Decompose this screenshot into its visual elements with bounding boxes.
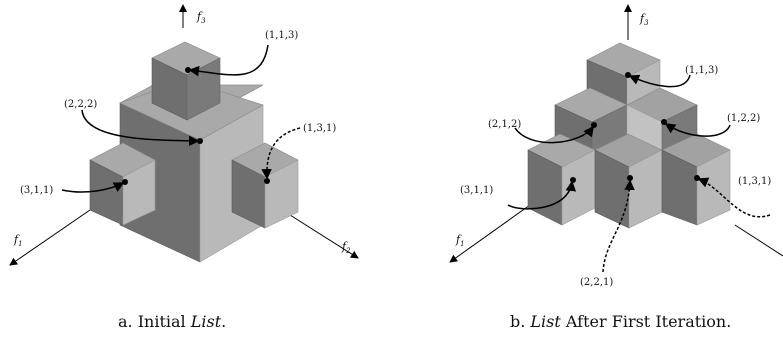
caption-a-prefix: a. Initial	[118, 312, 191, 331]
pointer-1-3-1-b	[697, 177, 771, 218]
point-dot-1-1-3-b	[625, 72, 631, 78]
pointer-2-1-2-b	[514, 125, 594, 144]
label-2-2-2-a: (2,2,2)	[64, 99, 97, 110]
label-2-2-1-b: (2,2,1)	[580, 277, 613, 288]
pointer-1-2-2-b	[664, 123, 731, 137]
cube-3-1-1-b	[527, 133, 596, 226]
pointer-3-1-1-a	[61, 182, 125, 193]
caption-b: b. List After First Iteration.	[510, 312, 731, 331]
caption-b-suffix: After First Iteration.	[560, 312, 732, 331]
cube-1-3-1-b	[661, 133, 731, 226]
label-1-1-3-b: (1,1,3)	[685, 65, 718, 76]
caption-b-prefix: b.	[510, 312, 531, 331]
caption-a: a. Initial List.	[118, 312, 226, 331]
cube-2-2-1-b	[594, 133, 663, 229]
caption-a-italic: List	[190, 312, 222, 331]
axis-label-f1-a: f1	[13, 233, 23, 248]
axis-f2-a	[289, 214, 359, 259]
label-1-3-1-b: (1,3,1)	[738, 176, 771, 187]
point-dot-3-1-1-b	[570, 177, 576, 183]
axis-label-f3-b: f3	[639, 12, 649, 27]
axis-label-f2-a: f2	[341, 240, 351, 255]
label-1-1-3-a: (1,1,3)	[265, 30, 298, 41]
point-dot-2-2-1-b	[627, 175, 633, 181]
caption-b-italic: List	[530, 312, 561, 331]
label-3-1-1-a: (3,1,1)	[20, 185, 53, 196]
point-dot-1-3-1-a	[264, 178, 270, 184]
axis-f2-b	[734, 224, 783, 257]
panel-a: f3 f1 f2 (	[9, 4, 359, 266]
pointer-2-2-1-b	[602, 179, 635, 273]
pointer-3-1-1-b	[507, 180, 576, 210]
label-1-3-1-a: (1,3,1)	[303, 123, 336, 134]
point-dot-3-1-1-a	[122, 179, 128, 185]
axis-label-f1-b: f1	[455, 233, 465, 248]
axis-f1-b	[449, 204, 531, 263]
point-dot-2-1-2-b	[591, 122, 597, 128]
pointer-1-1-3-a	[188, 44, 269, 77]
cube-3-1-1-a	[89, 142, 156, 226]
cube-1-3-1-a	[231, 142, 299, 229]
point-dot-1-3-1-b	[694, 175, 700, 181]
caption-a-suffix: .	[221, 312, 227, 331]
pointer-2-2-2-a	[81, 109, 200, 147]
label-3-1-1-b: (3,1,1)	[460, 185, 493, 196]
label-1-2-2-b: (1,2,2)	[727, 113, 760, 124]
axis-f1-a	[9, 209, 91, 266]
pointer-1-3-1-a	[261, 127, 301, 180]
axis-label-f3-a: f3	[196, 10, 206, 25]
label-2-1-2-b: (2,1,2)	[488, 119, 521, 130]
pointer-1-1-3-b	[628, 74, 691, 88]
panel-b: f3 f1	[449, 4, 783, 288]
